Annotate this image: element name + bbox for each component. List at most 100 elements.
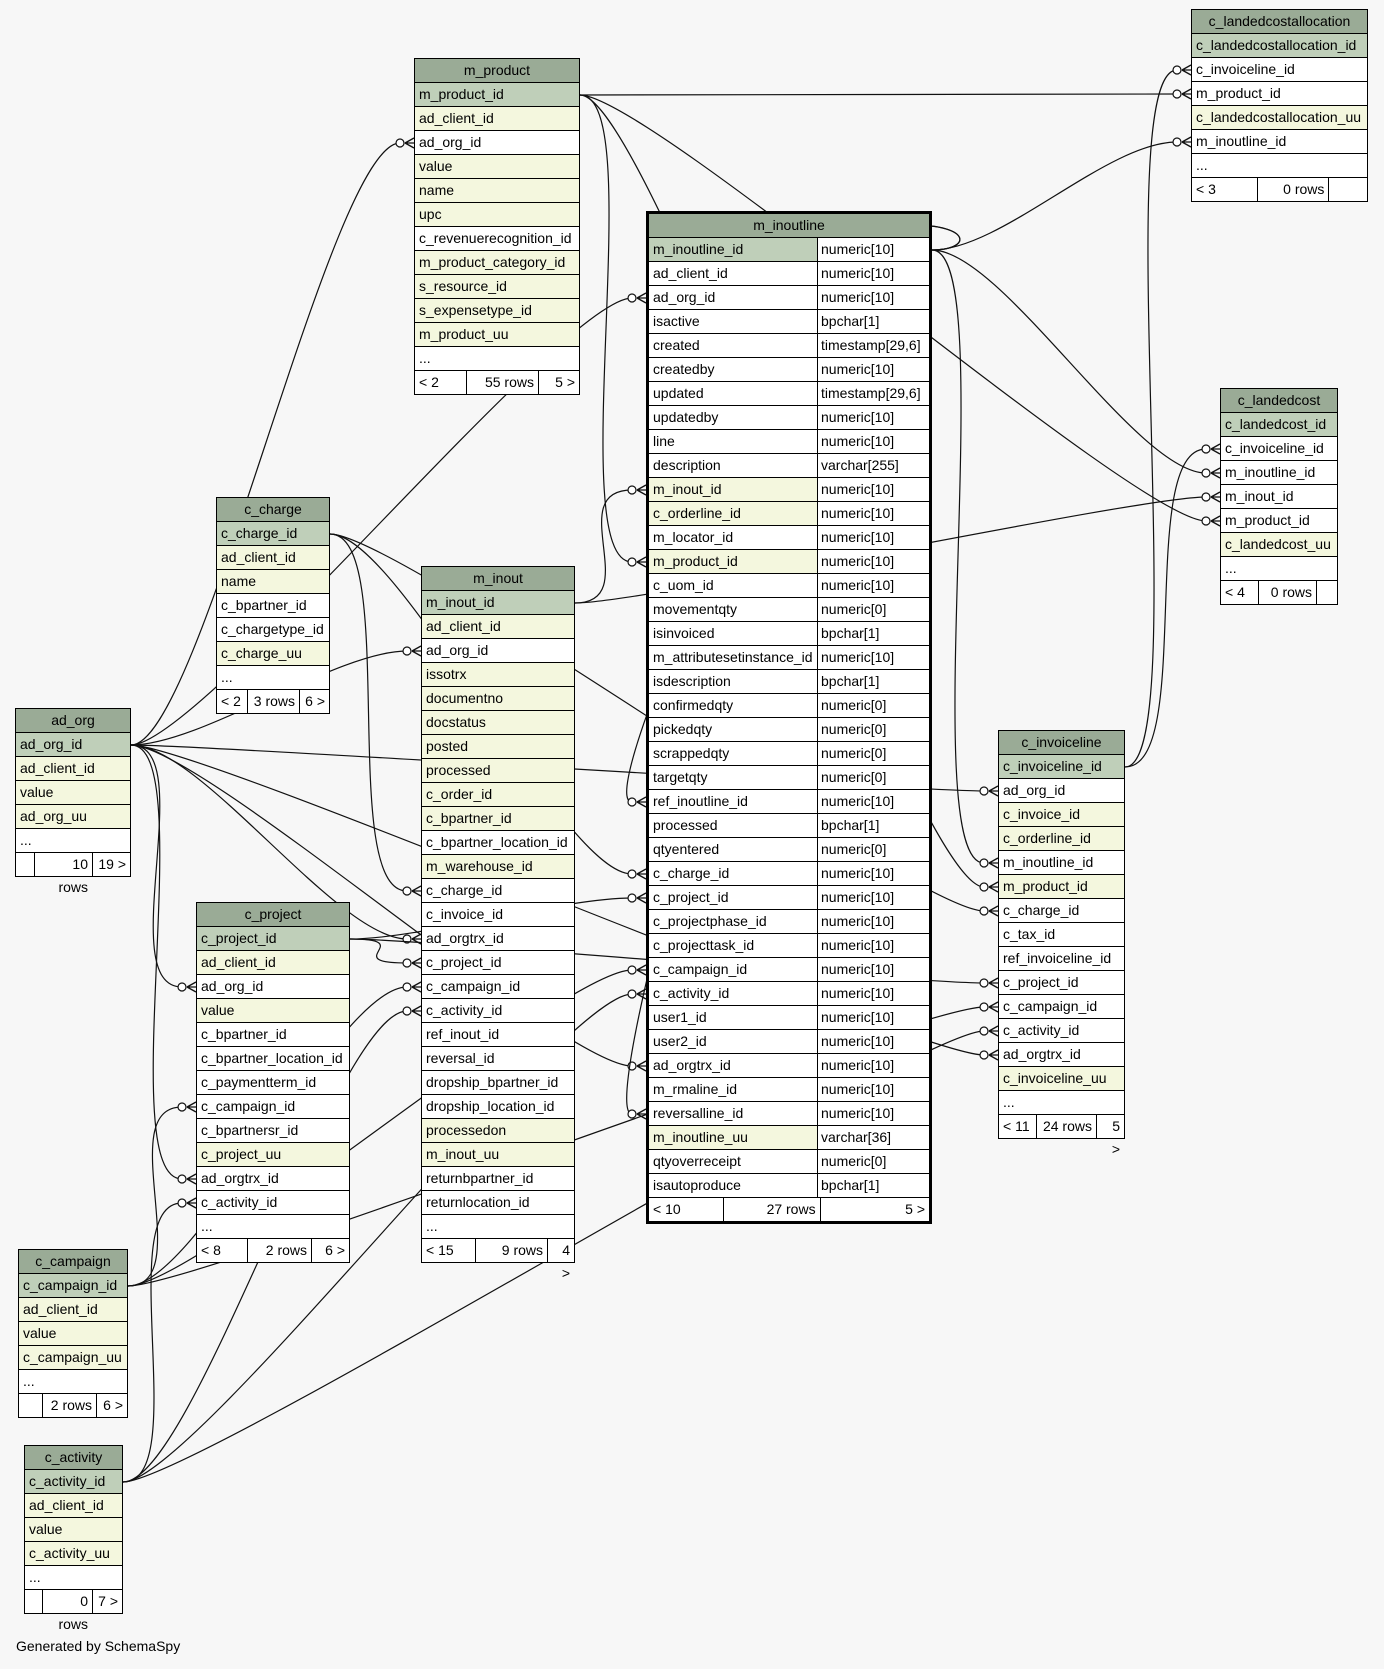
column-row[interactable]: returnlocation_id: [422, 1191, 574, 1215]
column-row[interactable]: c_landedcost_uu: [1221, 533, 1337, 557]
footer-parents-link[interactable]: [25, 1590, 43, 1613]
column-row[interactable]: posted: [422, 735, 574, 759]
column-row[interactable]: c_landedcost_id: [1221, 413, 1337, 437]
column-row[interactable]: s_expensetype_id: [415, 299, 579, 323]
column-row[interactable]: ad_client_id: [19, 1298, 127, 1322]
column-row[interactable]: ...: [25, 1566, 122, 1590]
column-row[interactable]: value: [19, 1322, 127, 1346]
footer-children-link[interactable]: 5 >: [905, 1201, 926, 1217]
column-row[interactable]: c_tax_id: [999, 923, 1124, 947]
column-row[interactable]: value: [25, 1518, 122, 1542]
column-row[interactable]: c_invoice_id: [422, 903, 574, 927]
column-row[interactable]: c_project_id: [422, 951, 574, 975]
column-row[interactable]: ...: [19, 1370, 127, 1394]
column-row[interactable]: m_inoutline_id: [1192, 130, 1367, 154]
column-row[interactable]: ...: [999, 1091, 1124, 1115]
column-row[interactable]: ad_orgtrx_id: [422, 927, 574, 951]
table-header[interactable]: c_landedcostallocation: [1192, 10, 1367, 34]
column-row[interactable]: c_bpartner_id: [422, 807, 574, 831]
column-row[interactable]: c_activity_uu: [25, 1542, 122, 1566]
column-row[interactable]: ref_inout_id: [422, 1023, 574, 1047]
footer-parents-link[interactable]: < 8: [197, 1239, 248, 1262]
column-row[interactable]: c_bpartner_location_id: [422, 831, 574, 855]
footer-parents-link[interactable]: < 10: [649, 1198, 724, 1221]
column-row[interactable]: ad_client_id: [217, 546, 329, 570]
column-row[interactable]: c_invoiceline_id: [999, 755, 1124, 779]
footer-children-link[interactable]: 5 >: [1111, 1118, 1120, 1157]
column-row[interactable]: c_order_id: [422, 783, 574, 807]
table-header[interactable]: c_landedcost: [1221, 389, 1337, 413]
footer-children-link[interactable]: 6 >: [305, 693, 325, 709]
column-row[interactable]: ...: [16, 829, 130, 853]
column-row[interactable]: ...: [1192, 154, 1367, 178]
column-row[interactable]: c_charge_id: [422, 879, 574, 903]
footer-parents-link[interactable]: < 3: [1192, 178, 1259, 201]
column-row[interactable]: m_inout_uu: [422, 1143, 574, 1167]
column-row[interactable]: ad_org_uu: [16, 805, 130, 829]
column-row[interactable]: dropship_bpartner_id: [422, 1071, 574, 1095]
footer-parents-link[interactable]: < 4: [1221, 581, 1259, 604]
column-row[interactable]: c_chargetype_id: [217, 618, 329, 642]
column-row[interactable]: c_landedcostallocation_id: [1192, 34, 1367, 58]
column-row[interactable]: c_activity_id: [25, 1470, 122, 1494]
column-row[interactable]: docstatus: [422, 711, 574, 735]
table-header[interactable]: m_inoutline: [649, 214, 929, 238]
footer-children-link[interactable]: [1317, 581, 1337, 604]
column-row[interactable]: ad_org_id: [197, 975, 349, 999]
column-row[interactable]: documentno: [422, 687, 574, 711]
column-row[interactable]: ad_client_id: [25, 1494, 122, 1518]
footer-children-link[interactable]: 19 >: [98, 856, 126, 872]
column-row[interactable]: c_project_uu: [197, 1143, 349, 1167]
column-row[interactable]: m_product_id: [415, 83, 579, 107]
footer-children-link[interactable]: 5 >: [555, 374, 575, 390]
column-row[interactable]: m_product_uu: [415, 323, 579, 347]
column-row[interactable]: c_project_id: [197, 927, 349, 951]
footer-children-link[interactable]: 6 >: [103, 1397, 123, 1413]
column-row[interactable]: c_campaign_id: [19, 1274, 127, 1298]
column-row[interactable]: m_inoutline_id: [1221, 461, 1337, 485]
table-header[interactable]: c_activity: [25, 1446, 122, 1470]
column-row[interactable]: ad_org_id: [415, 131, 579, 155]
column-row[interactable]: reversal_id: [422, 1047, 574, 1071]
column-row[interactable]: c_paymentterm_id: [197, 1071, 349, 1095]
column-row[interactable]: c_campaign_id: [197, 1095, 349, 1119]
column-row[interactable]: c_campaign_uu: [19, 1346, 127, 1370]
column-row[interactable]: c_orderline_id: [999, 827, 1124, 851]
column-row[interactable]: m_product_id: [1221, 509, 1337, 533]
column-row[interactable]: issotrx: [422, 663, 574, 687]
column-row[interactable]: value: [197, 999, 349, 1023]
table-header[interactable]: ad_org: [16, 709, 130, 733]
column-row[interactable]: c_landedcostallocation_uu: [1192, 106, 1367, 130]
footer-parents-link[interactable]: < 15: [422, 1239, 476, 1262]
table-header[interactable]: m_product: [415, 59, 579, 83]
column-row[interactable]: ad_orgtrx_id: [999, 1043, 1124, 1067]
column-row[interactable]: ...: [197, 1215, 349, 1239]
